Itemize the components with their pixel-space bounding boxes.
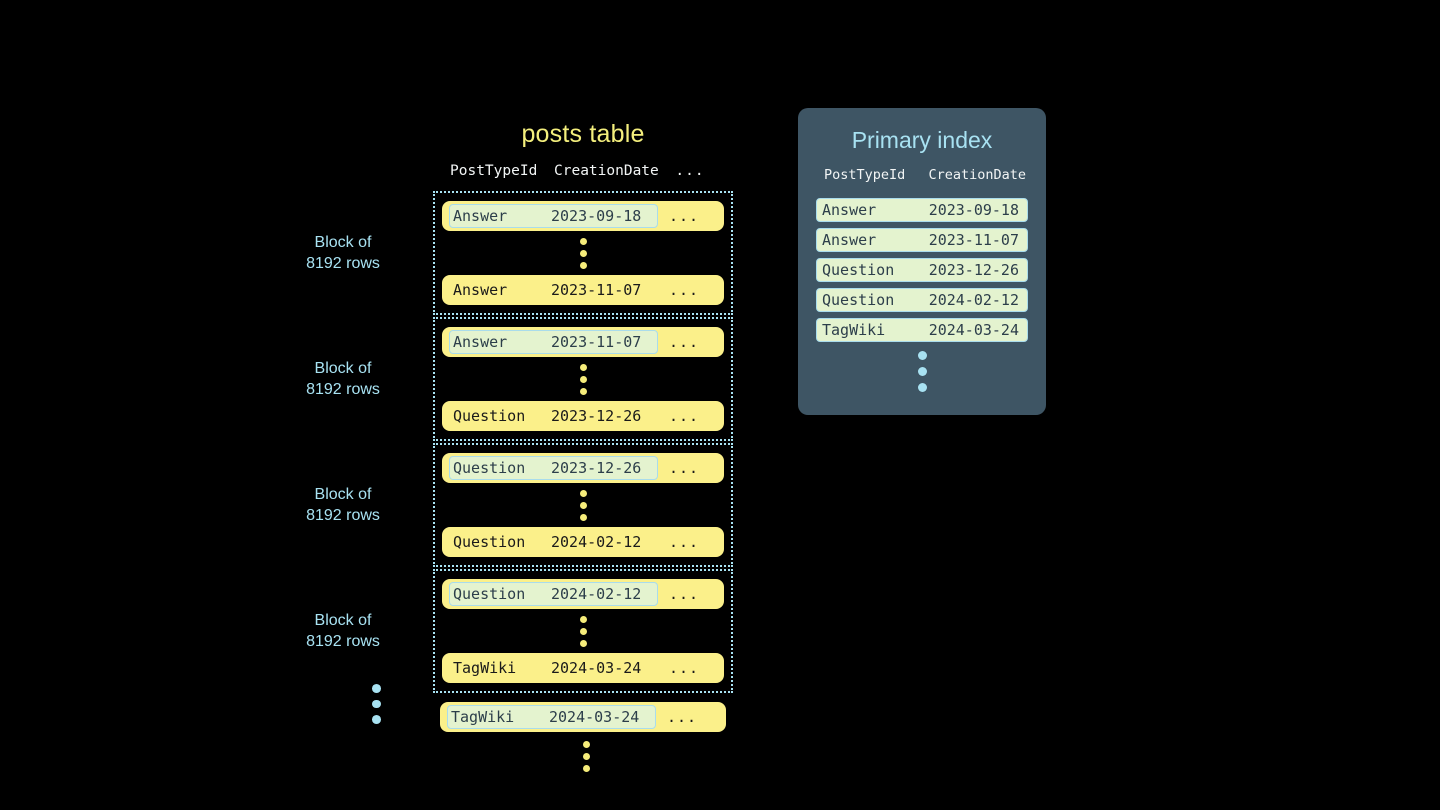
index-row: Answer 2023-11-07 (816, 228, 1028, 252)
row-key-cells: Question 2024-02-12 (449, 582, 658, 606)
cell-post-type-id: Answer (822, 201, 877, 219)
cell-post-type-id: Question (453, 459, 526, 477)
vertical-ellipsis-icon (360, 684, 392, 725)
cell-more: ... (668, 333, 700, 351)
primary-index-rows: Answer 2023-09-18 Answer 2023-11-07 Ques… (816, 198, 1028, 342)
cell-creation-date: 2024-02-12 (928, 291, 1019, 309)
trailing-row-wrapper: TagWiki 2024-03-24 ... (433, 702, 733, 732)
row-key-cells: TagWiki 2024-03-24 (449, 656, 658, 680)
vertical-ellipsis-icon (442, 231, 724, 275)
table-row: Question 2024-02-12 ... (442, 527, 724, 557)
posts-table-column-headers: PostTypeId CreationDate ... (433, 163, 733, 189)
cell-more: ... (668, 585, 700, 603)
index-row: Question 2024-02-12 (816, 288, 1028, 312)
posts-table-blocks: Block of 8192 rows Answer 2023-09-18 ...… (306, 191, 733, 778)
cell-creation-date: 2023-09-18 (928, 201, 1019, 219)
cell-creation-date: 2023-12-26 (551, 459, 642, 477)
cell-more: ... (668, 281, 700, 299)
cell-creation-date: 2023-11-07 (928, 231, 1019, 249)
row-key-cells: Question 2023-12-26 (449, 456, 658, 480)
table-block: Block of 8192 rows Question 2023-12-26 .… (306, 443, 733, 567)
cell-creation-date: 2024-02-12 (551, 533, 642, 551)
row-key-cells: Answer 2023-09-18 (449, 204, 658, 228)
primary-index-column-headers: PostTypeId CreationDate (816, 167, 1028, 183)
row-key-cells: Question 2023-12-26 (449, 404, 658, 428)
column-header-creation-date: CreationDate (928, 167, 1027, 183)
cell-creation-date: 2023-09-18 (551, 207, 642, 225)
primary-index-title: Primary index (851, 127, 993, 153)
table-row: TagWiki 2024-03-24 ... (442, 653, 724, 683)
posts-table-section: posts table PostTypeId CreationDate ... … (306, 118, 733, 778)
block-label: Block of 8192 rows (306, 234, 380, 272)
vertical-ellipsis-icon (917, 349, 927, 393)
table-row: Question 2023-12-26 ... (442, 401, 724, 431)
cell-more: ... (668, 533, 700, 551)
table-row: Answer 2023-11-07 ... (442, 327, 724, 357)
column-header-post-type-id: PostTypeId (824, 167, 906, 183)
row-key-cells: TagWiki 2024-03-24 (447, 705, 656, 729)
cell-post-type-id: Question (453, 533, 526, 551)
table-continuation-wrapper (433, 734, 733, 778)
table-row: TagWiki 2024-03-24 ... (440, 702, 726, 732)
vertical-ellipsis-icon (440, 734, 733, 778)
table-row: Answer 2023-11-07 ... (442, 275, 724, 305)
block-label: Block of 8192 rows (306, 612, 380, 650)
block-label: Block of 8192 rows (306, 486, 380, 524)
blocks-continuation-wrapper (360, 684, 392, 725)
index-continuation-wrapper (816, 349, 1028, 393)
cell-creation-date: 2023-12-26 (928, 261, 1019, 279)
vertical-ellipsis-icon (442, 609, 724, 653)
cell-creation-date: 2023-12-26 (551, 407, 642, 425)
cell-post-type-id: Answer (453, 333, 508, 351)
vertical-ellipsis-icon (442, 483, 724, 527)
table-row: Answer 2023-09-18 ... (442, 201, 724, 231)
cell-creation-date: 2023-11-07 (551, 281, 642, 299)
table-block: Block of 8192 rows Answer 2023-11-07 ...… (306, 317, 733, 441)
index-row: TagWiki 2024-03-24 (816, 318, 1028, 342)
cell-creation-date: 2023-11-07 (551, 333, 642, 351)
cell-more: ... (668, 659, 700, 677)
cell-creation-date: 2024-03-24 (928, 321, 1019, 339)
cell-post-type-id: Answer (453, 281, 508, 299)
cell-creation-date: 2024-03-24 (551, 659, 642, 677)
vertical-ellipsis-icon (442, 357, 724, 401)
row-key-cells: Answer 2023-11-07 (449, 330, 658, 354)
index-row: Question 2023-12-26 (816, 258, 1028, 282)
column-header-creation-date: CreationDate (554, 163, 659, 179)
cell-post-type-id: Question (453, 585, 526, 603)
cell-post-type-id: Answer (822, 231, 877, 249)
table-block: Block of 8192 rows Answer 2023-09-18 ...… (306, 191, 733, 315)
cell-more: ... (666, 708, 698, 726)
cell-more: ... (668, 459, 700, 477)
index-row: Answer 2023-09-18 (816, 198, 1028, 222)
cell-more: ... (668, 207, 700, 225)
cell-post-type-id: Answer (453, 207, 508, 225)
block-label: Block of 8192 rows (306, 360, 380, 398)
cell-creation-date: 2024-02-12 (551, 585, 642, 603)
cell-post-type-id: TagWiki (822, 321, 886, 339)
row-key-cells: Answer 2023-11-07 (449, 278, 658, 302)
table-row: Question 2024-02-12 ... (442, 579, 724, 609)
cell-post-type-id: Question (453, 407, 526, 425)
cell-more: ... (668, 407, 700, 425)
table-block: Block of 8192 rows Question 2024-02-12 .… (306, 569, 733, 693)
column-header-post-type-id: PostTypeId (450, 163, 538, 179)
cell-post-type-id: TagWiki (453, 659, 517, 677)
row-key-cells: Question 2024-02-12 (449, 530, 658, 554)
cell-post-type-id: TagWiki (451, 708, 515, 726)
cell-creation-date: 2024-03-24 (549, 708, 640, 726)
column-header-more: ... (675, 163, 705, 179)
cell-post-type-id: Question (822, 261, 895, 279)
posts-table-title: posts table (521, 120, 645, 148)
table-row: Question 2023-12-26 ... (442, 453, 724, 483)
cell-post-type-id: Question (822, 291, 895, 309)
primary-index-panel: Primary index PostTypeId CreationDate An… (798, 108, 1046, 415)
